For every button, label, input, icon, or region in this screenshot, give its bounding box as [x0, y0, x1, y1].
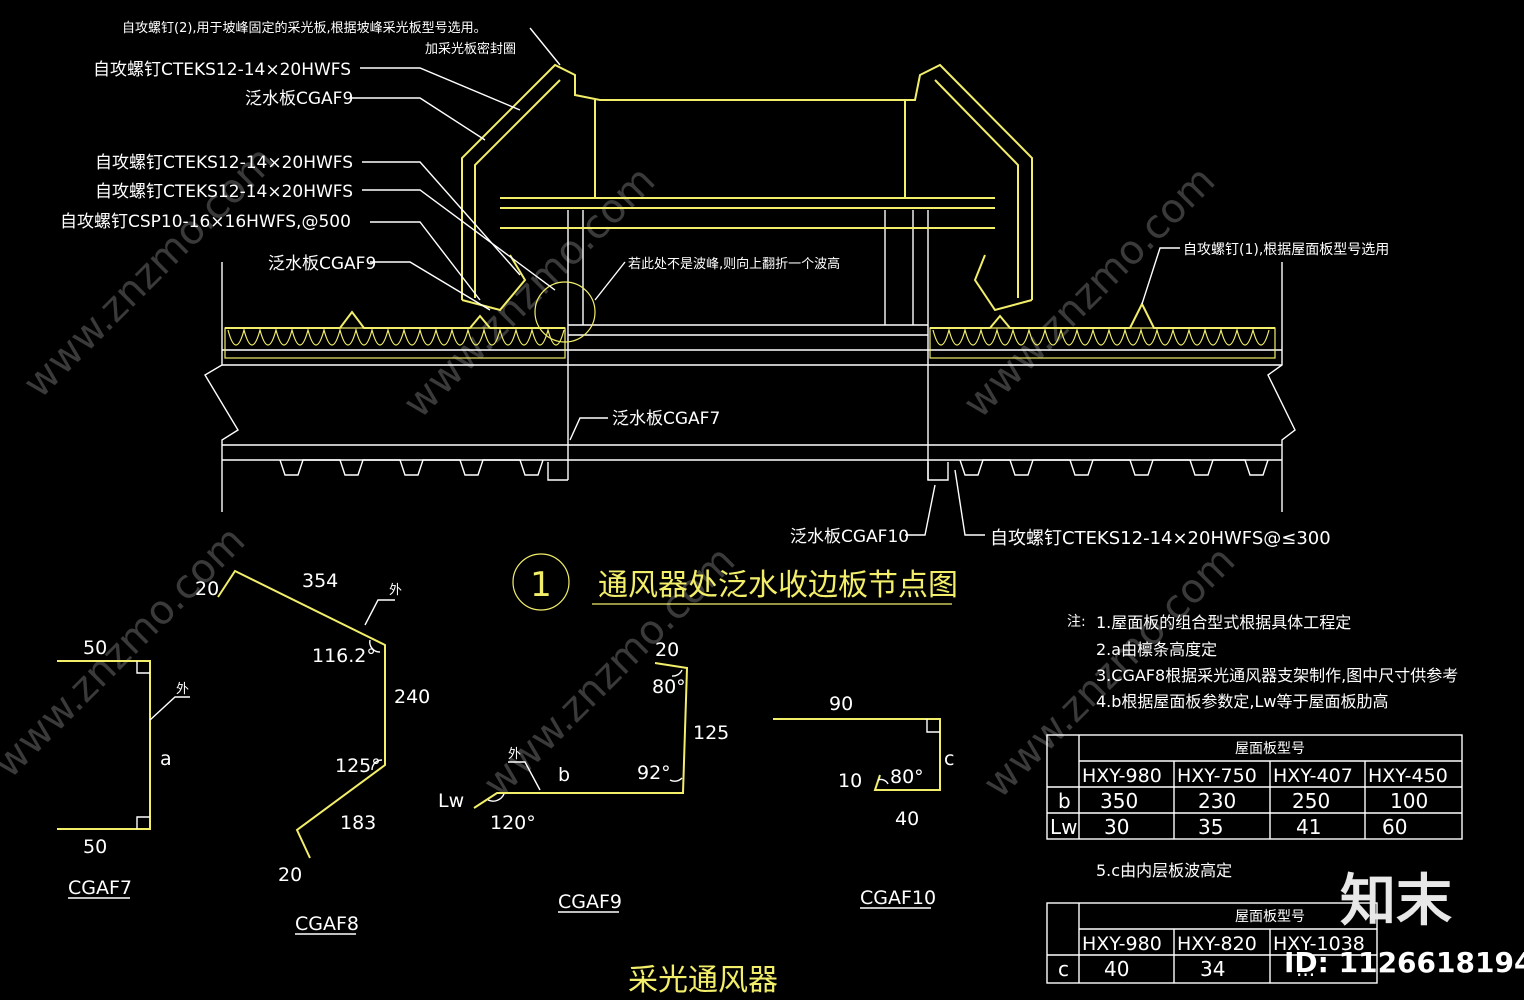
cgaf8-240: 240 — [394, 686, 430, 708]
cgaf8-name: CGAF8 — [295, 913, 359, 935]
cgaf8-116: 116.2° — [312, 645, 376, 667]
cgaf9-name: CGAF9 — [558, 891, 622, 913]
table1-col-4: HXY-450 — [1368, 765, 1448, 787]
caption: 采光通风器 — [628, 963, 778, 998]
cgaf7-out: 外 — [176, 682, 189, 697]
watermark-text: www.znzmo.com — [15, 137, 285, 407]
label-flash-cgaf9-top: 泛水板CGAF9 — [245, 89, 353, 109]
label-flash-cgaf7: 泛水板CGAF7 — [612, 409, 720, 429]
cgaf10-name: CGAF10 — [860, 887, 936, 909]
table1-cell: 60 — [1382, 815, 1407, 839]
cgaf8-20a: 20 — [195, 578, 219, 600]
profile-cgaf9: 20 80° 125 92° b 外 Lw 120° CGAF9 — [438, 639, 729, 913]
table2-col-1: HXY-980 — [1082, 933, 1162, 955]
cgaf9-out: 外 — [508, 747, 521, 762]
table-1: 屋面板型号 HXY-980 HXY-750 HXY-407 HXY-450 b … — [1046, 734, 1463, 840]
cgaf8-183: 183 — [340, 812, 376, 834]
table2-col-2: HXY-820 — [1177, 933, 1257, 955]
cgaf7-bottom: 50 — [83, 836, 107, 858]
drawing-title: 1 通风器处泛水收边板节点图 — [512, 553, 958, 611]
table1-col-3: HXY-407 — [1273, 765, 1353, 787]
roof-panel-top — [225, 301, 1275, 329]
cgaf9-lw: Lw — [438, 790, 464, 812]
table2-cell: 40 — [1104, 957, 1129, 981]
label-flash-cgaf10: 泛水板CGAF10 — [790, 527, 909, 547]
roof-section — [204, 210, 1296, 512]
table1-cell: 41 — [1296, 815, 1321, 839]
title-number: 1 — [530, 565, 552, 605]
note-1: 1.屋面板的组合型式根据具体工程定 — [1096, 613, 1351, 632]
label-screw2: 自攻螺钉(2),用于坡峰固定的采光板,根据坡峰采光板型号选用。 — [122, 20, 487, 36]
cgaf10-90: 90 — [829, 693, 853, 715]
cgaf10-10: 10 — [838, 770, 862, 792]
table1-header: 屋面板型号 — [1235, 741, 1305, 757]
label-note-peak: 若此处不是波峰,则向上翻折一个波高 — [628, 256, 840, 272]
table2-cell: 34 — [1200, 957, 1225, 981]
watermark-id: ID: 1126618194 — [1284, 946, 1524, 979]
leader-lines — [350, 27, 1180, 536]
table-2: 屋面板型号 HXY-980 HXY-820 HXY-1038 c 40 34 .… — [1046, 902, 1378, 984]
note-4: 4.b根据屋面板参数定,Lw等于屋面板肋高 — [1096, 692, 1389, 711]
cgaf7-top: 50 — [83, 637, 107, 659]
table1-row2-label: Lw — [1050, 815, 1078, 839]
cgaf9-125: 125 — [693, 722, 729, 744]
cgaf10-c: c — [944, 748, 954, 770]
profile-cgaf7: 50 50 a 外 CGAF7 — [57, 637, 190, 899]
table2-header: 屋面板型号 — [1235, 909, 1305, 925]
label-seal: 加采光板密封圈 — [425, 41, 516, 57]
label-screw-csp: 自攻螺钉CSP10-16×16HWFS,@500 — [60, 212, 351, 232]
profile-cgaf10: 90 c 10 80° 40 CGAF10 — [773, 693, 954, 909]
note-2: 2.a由檩条高度定 — [1096, 640, 1217, 659]
watermark-brand: 知末 — [1340, 869, 1452, 934]
table2-col-3: HXY-1038 — [1273, 933, 1365, 955]
label-screw-bottom: 自攻螺钉CTEKS12-14×20HWFS@≤300 — [990, 528, 1331, 549]
cgaf9-20: 20 — [655, 639, 679, 661]
cgaf7-side: a — [160, 748, 172, 770]
note-3: 3.CGAF8根据采光通风器支架制作,图中尺寸供参考 — [1096, 666, 1458, 685]
watermark-pattern: www.znzmo.com www.znzmo.com www.znzmo.co… — [0, 137, 1244, 807]
table1-cell: 100 — [1390, 789, 1428, 813]
cgaf8-out: 外 — [389, 583, 402, 598]
table1-cell: 250 — [1292, 789, 1330, 813]
profile-cgaf8: 20 354 外 116.2° 240 125° 183 20 CGAF8 — [195, 569, 430, 935]
cgaf8-20b: 20 — [278, 864, 302, 886]
cgaf10-40: 40 — [895, 808, 919, 830]
label-screw-a: 自攻螺钉CTEKS12-14×20HWFS — [93, 60, 351, 80]
cgaf8-354: 354 — [302, 570, 338, 592]
detail-circle — [534, 281, 596, 343]
table1-cell: 230 — [1198, 789, 1236, 813]
label-flash-cgaf9-low: 泛水板CGAF9 — [268, 254, 376, 274]
cgaf9-120: 120° — [490, 812, 536, 834]
table2-row1-label: c — [1058, 957, 1069, 981]
cgaf10-80: 80° — [890, 766, 924, 788]
notes-heading: 注: — [1067, 614, 1086, 630]
table1-col-1: HXY-980 — [1082, 765, 1162, 787]
cgaf9-80: 80° — [652, 676, 686, 698]
cgaf9-92: 92° — [637, 762, 671, 784]
table1-row1-label: b — [1058, 789, 1071, 813]
table1-cell: 35 — [1198, 815, 1223, 839]
note-5: 5.c由内层板波高定 — [1096, 861, 1232, 880]
cgaf8-125: 125° — [335, 755, 381, 777]
notes: 注: 1.屋面板的组合型式根据具体工程定 2.a由檩条高度定 3.CGAF8根据… — [1067, 613, 1458, 880]
table1-col-2: HXY-750 — [1177, 765, 1257, 787]
insulation-right — [929, 327, 1276, 359]
title-text: 通风器处泛水收边板节点图 — [598, 568, 958, 603]
watermark-text: www.znzmo.com — [0, 517, 254, 787]
table2-cell: ... — [1296, 957, 1315, 981]
table1-cell: 30 — [1104, 815, 1129, 839]
label-screw-c: 自攻螺钉CTEKS12-14×20HWFS — [95, 182, 353, 202]
cgaf9-b: b — [558, 764, 570, 786]
cgaf7-name: CGAF7 — [68, 877, 132, 899]
label-screw1: 自攻螺钉(1),根据屋面板型号选用 — [1183, 242, 1389, 258]
table1-cell: 350 — [1100, 789, 1138, 813]
label-screw-b: 自攻螺钉CTEKS12-14×20HWFS — [95, 153, 353, 173]
